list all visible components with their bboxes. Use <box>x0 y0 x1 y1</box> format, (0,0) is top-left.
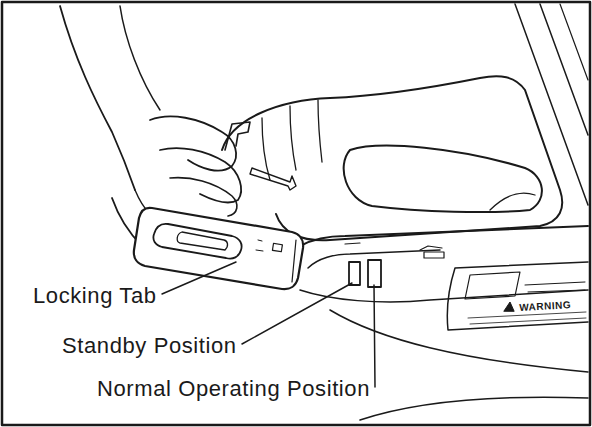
tool-handle <box>222 76 562 240</box>
decal-lines <box>468 312 586 324</box>
leader-line <box>374 285 375 387</box>
hand <box>60 6 135 190</box>
bay-edge <box>300 226 588 246</box>
pin <box>250 168 296 190</box>
bay-edge <box>308 250 440 268</box>
warning-text: WARNING <box>517 299 573 313</box>
tool-edge <box>560 4 588 80</box>
part-label: Normal Operating Position <box>95 376 372 401</box>
finger <box>150 116 236 170</box>
part-label: Standby Position <box>60 333 239 358</box>
locking-tab-slot <box>177 232 227 250</box>
part-label: Locking Tab <box>31 283 159 308</box>
warning-triangle <box>504 302 514 311</box>
trigger <box>490 193 535 210</box>
grip-ridges <box>262 100 322 180</box>
decal <box>447 262 588 330</box>
tool-edge <box>515 4 588 205</box>
finger <box>170 178 237 216</box>
operating-slot <box>368 260 381 287</box>
battery-mark <box>272 243 282 251</box>
leader-line <box>242 283 352 344</box>
logo-mark <box>465 272 520 299</box>
battery-mark <box>256 240 263 251</box>
leader-line <box>162 262 236 294</box>
tool-body <box>360 397 588 420</box>
standby-slot <box>349 262 360 285</box>
decal-lines <box>525 282 585 292</box>
grip-opening <box>344 146 542 212</box>
hand <box>120 6 160 110</box>
tool-body <box>330 310 588 372</box>
battery <box>134 208 303 289</box>
bay-detail <box>424 252 444 258</box>
bay-detail <box>345 243 442 250</box>
battery-edge <box>292 240 296 282</box>
tool-edge <box>540 4 588 135</box>
locking-tab <box>153 224 241 259</box>
